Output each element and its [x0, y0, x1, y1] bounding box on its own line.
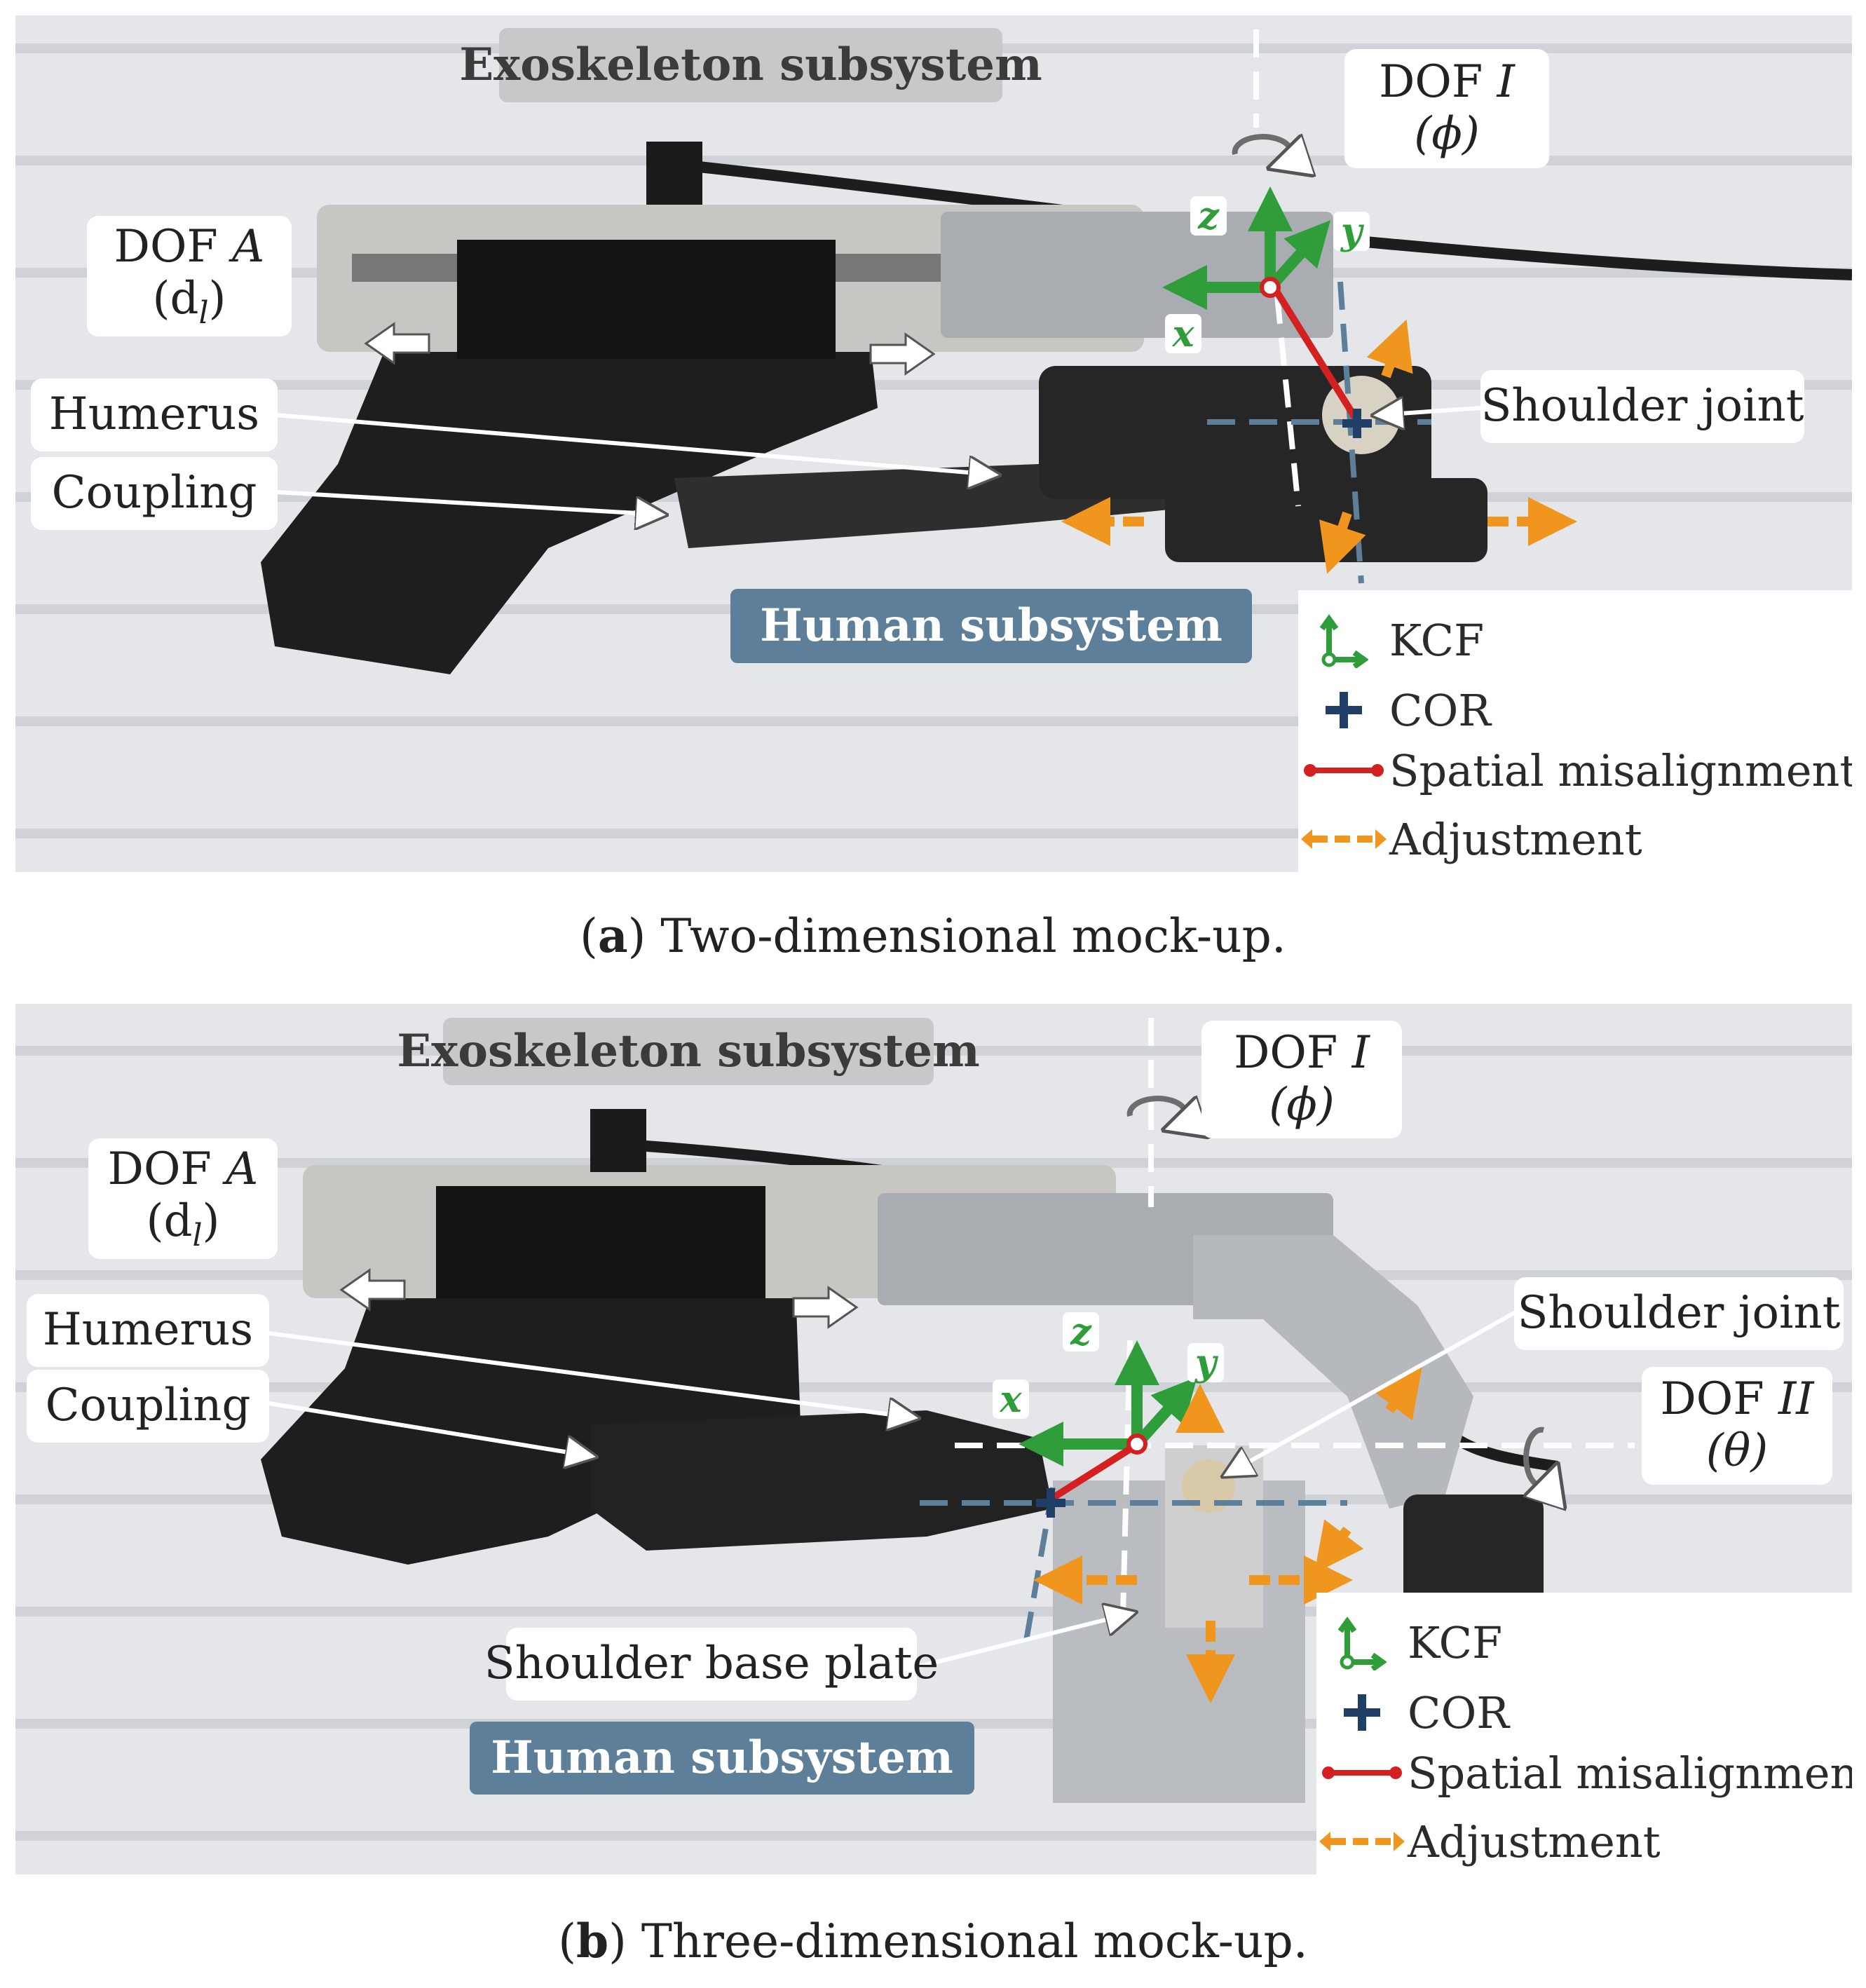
human-subsystem-tag-b: Human subsystem: [470, 1722, 974, 1795]
legend-row-kcf-b: KCF: [1316, 1611, 1502, 1674]
rotation-icon-dof-i-b: [1126, 1098, 1186, 1127]
legend-row-adjustment-b: Adjustment: [1316, 1810, 1661, 1873]
rack-b: [436, 1186, 765, 1298]
legend-row-misalignment-b: Spatial misalignment: [1316, 1741, 1852, 1804]
axis-x-label-a: x: [1165, 313, 1201, 355]
cor-icon-b: [1344, 1694, 1380, 1731]
coupling-label-b: Coupling: [27, 1370, 269, 1443]
axis-vertical-1: [1274, 295, 1301, 507]
spring-right: [836, 254, 941, 282]
axis-vertical-2: [1337, 281, 1364, 584]
kcf-icon: [1319, 614, 1368, 668]
panel-b-photo: Exoskeleton subsystem Human subsystem DO…: [15, 1004, 1852, 1874]
adjustment-icon-b: [1319, 1832, 1405, 1851]
cor-marker: [1342, 409, 1372, 438]
panel-a-photo: Exoskeleton subsystem Human subsystem DO…: [15, 15, 1852, 872]
shoulder-base-plate-label-b: Shoulder base plate: [484, 1628, 939, 1701]
base-block: [1165, 478, 1487, 562]
cor-marker-b: [1036, 1488, 1065, 1518]
shoulder-joint-label-b: Shoulder joint: [1514, 1277, 1844, 1350]
caption-b: (b) Three-dimensional mock-up.: [558, 1914, 1308, 1968]
misalignment-line-b: [1049, 1445, 1133, 1502]
rotation-icon-dof-i: [1232, 137, 1291, 165]
dof-a-arrows-b: [339, 1268, 859, 1329]
dof-i-label-a: DOF I (ϕ): [1344, 49, 1549, 168]
dof-ii-label-b: DOF II (θ): [1642, 1367, 1832, 1485]
axis-z-label-a: z: [1190, 195, 1227, 238]
humerus-label-b: Humerus: [27, 1294, 269, 1367]
pointer-lines: [275, 408, 1481, 515]
misalignment-line: [1274, 290, 1361, 424]
kcf-icon-b: [1337, 1616, 1387, 1670]
misalignment-icon: [1304, 764, 1384, 777]
legend-row-cor-b: COR: [1316, 1681, 1509, 1744]
pointer-lines-b: [268, 1310, 1517, 1668]
dof-a-label-a: DOF A (dl): [87, 216, 292, 336]
dof-a-label-b: DOF A (dl): [88, 1138, 278, 1259]
humerus-bar-b: [590, 1410, 1053, 1551]
caption-a: (a) Two-dimensional mock-up.: [580, 908, 1286, 963]
legend-row-kcf: KCF: [1298, 608, 1484, 672]
cor-icon: [1326, 692, 1362, 728]
encoder-b: [590, 1109, 646, 1172]
legend-row-misalignment: Spatial misalignment: [1298, 739, 1852, 802]
legend-row-cor: COR: [1298, 679, 1491, 742]
aluminium-link: [941, 212, 1333, 338]
rack: [457, 240, 836, 359]
adjustment-icon: [1301, 829, 1387, 849]
exoskeleton-subsystem-tag-a: Exoskeleton subsystem: [459, 28, 1042, 102]
spring-left: [352, 254, 457, 282]
dof-a-arrows: [364, 322, 936, 376]
rotation-icon-dof-ii-b: [1526, 1427, 1555, 1486]
human-subsystem-tag-a: Human subsystem: [730, 589, 1252, 663]
curved-link-b: [1193, 1235, 1473, 1509]
misalignment-icon-b: [1322, 1766, 1402, 1779]
dof-i-label-b: DOF I (ϕ): [1201, 1021, 1402, 1138]
shoulder-joint-label-a: Shoulder joint: [1480, 370, 1804, 443]
axis-y-label-b: y: [1187, 1342, 1224, 1384]
legend-row-adjustment: Adjustment: [1298, 808, 1642, 871]
axis-z-label-b: z: [1063, 1311, 1099, 1354]
axis-y-label-a: y: [1333, 210, 1370, 253]
humerus-label-a: Humerus: [31, 379, 278, 451]
legend-a: KCF COR Spatial misalignment Adjustment: [1298, 590, 1852, 872]
adjustment-arrows: [1061, 319, 1577, 574]
coupling-label-a: Coupling: [31, 457, 278, 530]
axis-x-label-b: x: [993, 1378, 1029, 1421]
kcf-frame: [1162, 186, 1331, 310]
legend-b: KCF COR Spatial misalignment Adjustment: [1316, 1593, 1852, 1874]
axis-vertical-b: [1120, 1340, 1133, 1614]
adjustment-arrows-b: [1033, 1366, 1422, 1703]
encoder: [646, 142, 702, 205]
exoskeleton-subsystem-tag-b: Exoskeleton subsystem: [397, 1018, 980, 1085]
